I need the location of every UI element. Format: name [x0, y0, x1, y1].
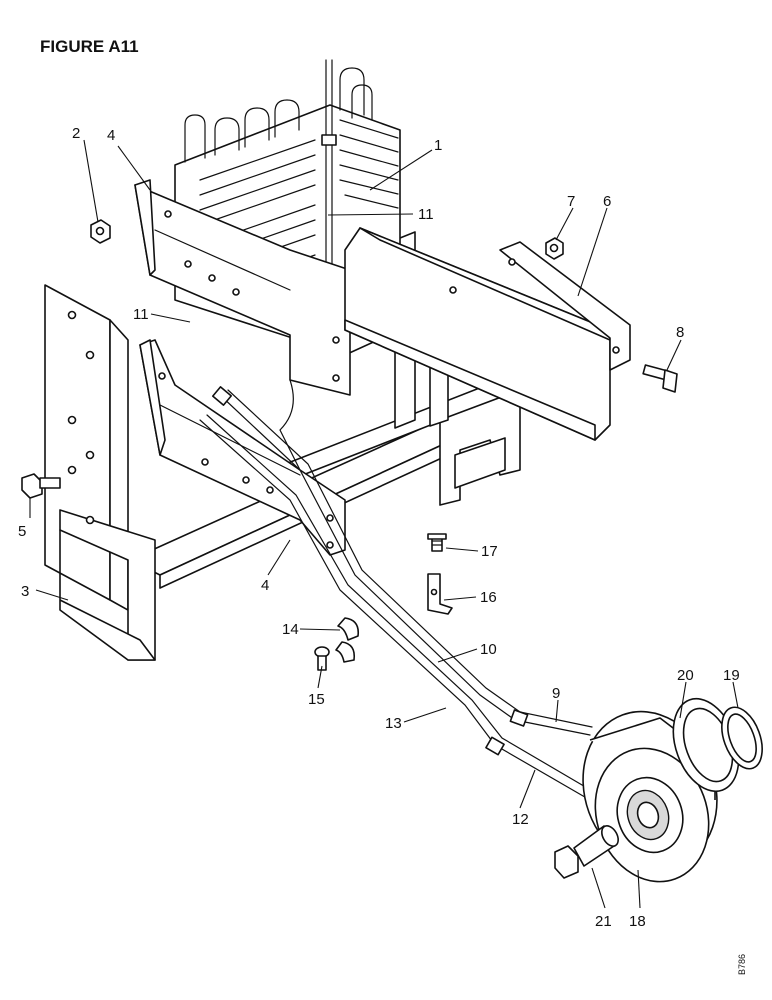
callout-8: 8 [676, 324, 684, 341]
callout-20: 20 [677, 667, 694, 684]
callout-10: 10 [480, 641, 497, 658]
callout-9: 9 [552, 685, 560, 702]
part-17-bolt [427, 533, 447, 552]
part-16-clip [427, 573, 453, 615]
part-2-nut [90, 219, 111, 244]
callout-17: 17 [481, 543, 498, 560]
oil-pipes [199, 379, 595, 801]
callout-21: 21 [595, 913, 612, 930]
callout-2: 2 [72, 125, 80, 142]
cooler-return-bends [184, 67, 373, 163]
callout-4-lower: 4 [261, 577, 269, 594]
callout-13: 13 [385, 715, 402, 732]
part-15-screw [314, 646, 330, 671]
part-5-bolt [21, 473, 61, 499]
part-14-clamp [335, 617, 360, 663]
callout-19: 19 [723, 667, 740, 684]
callout-6: 6 [603, 193, 611, 210]
callout-3: 3 [21, 583, 29, 600]
part-21-bolt [554, 825, 619, 879]
callout-7: 7 [567, 193, 575, 210]
callout-5: 5 [18, 523, 26, 540]
callout-11-upper: 11 [418, 206, 434, 223]
drawing-code: B786 [737, 954, 747, 975]
callout-4-upper: 4 [107, 127, 115, 144]
part-4-upper-bracket [134, 179, 351, 396]
callout-labels: 1 2 3 4 4 5 6 7 8 9 10 11 11 12 13 14 15… [18, 125, 740, 930]
part-6-channel-bracket [344, 227, 631, 441]
part-3-mounting-plate [44, 284, 156, 661]
part-19-seal-ring [721, 706, 763, 770]
figure-title: FIGURE A11 [40, 37, 139, 56]
callout-1: 1 [434, 137, 442, 154]
part-18-filter-housing [582, 710, 718, 883]
part-7-nut [545, 237, 564, 260]
callout-12: 12 [512, 811, 529, 828]
part-8-bolt [642, 364, 678, 393]
leader-lines [29, 139, 739, 909]
callout-15: 15 [308, 691, 325, 708]
callout-11-lower: 11 [133, 306, 149, 323]
callout-16: 16 [480, 589, 497, 606]
callout-18: 18 [629, 913, 646, 930]
callout-14: 14 [282, 621, 299, 638]
